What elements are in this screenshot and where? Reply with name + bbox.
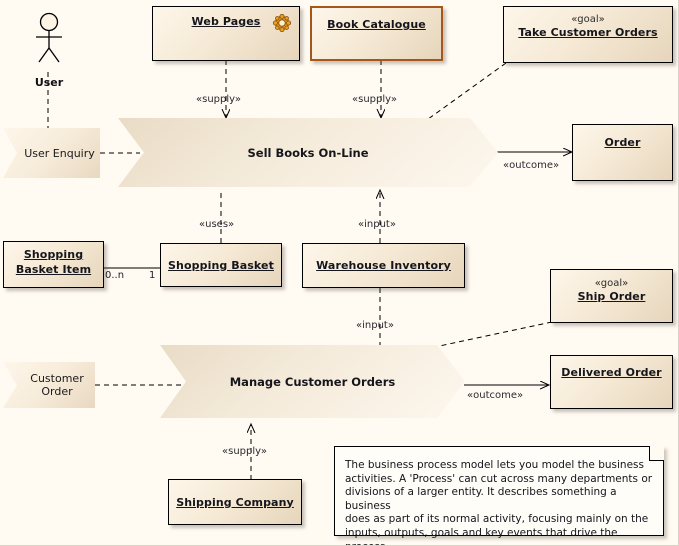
node-ship-order[interactable]: «goal» Ship Order bbox=[550, 269, 673, 323]
node-take-customer-orders-label: Take Customer Orders bbox=[518, 26, 658, 39]
process-sell-books-online[interactable]: Sell Books On-Line bbox=[118, 118, 498, 187]
node-warehouse-inventory-label: Warehouse Inventory bbox=[316, 259, 451, 272]
node-take-customer-orders[interactable]: «goal» Take Customer Orders bbox=[503, 6, 673, 63]
process-shape bbox=[160, 345, 465, 418]
node-order[interactable]: Order bbox=[572, 124, 673, 181]
process-manage-customer-orders[interactable]: Manage Customer Orders bbox=[160, 345, 465, 418]
event-customer-order-line2: Order bbox=[41, 385, 73, 398]
artifact-icon bbox=[273, 14, 291, 32]
node-shipping-company[interactable]: Shipping Company bbox=[168, 479, 302, 525]
edge-label-uses-shopping-basket: «uses» bbox=[199, 219, 235, 230]
edge-label-outcome-delivered-order: «outcome» bbox=[467, 390, 524, 401]
edge-label-outcome-order: «outcome» bbox=[503, 160, 560, 171]
edge-label-supply-book-catalogue: «supply» bbox=[352, 94, 397, 105]
edge-label-supply-shipping-company: «supply» bbox=[222, 446, 267, 457]
node-take-customer-orders-stereotype: «goal» bbox=[571, 14, 605, 25]
note-line-5: inputs, outputs, goals and key events th… bbox=[345, 526, 618, 545]
multiplicity-basket-item-end: 0..n bbox=[105, 270, 125, 281]
actor-user-label: User bbox=[34, 76, 64, 89]
process-sell-books-online-label: Sell Books On-Line bbox=[247, 145, 369, 160]
event-user-enquiry-label: User Enquiry bbox=[24, 146, 95, 160]
process-manage-customer-orders-label: Manage Customer Orders bbox=[229, 374, 396, 389]
node-order-label: Order bbox=[604, 136, 641, 149]
note-fold-corner bbox=[649, 446, 664, 461]
node-shopping-basket-label: Shopping Basket bbox=[168, 258, 274, 272]
edge-take-customer-orders-goal bbox=[423, 62, 507, 123]
event-shape bbox=[3, 128, 100, 178]
node-delivered-order-label: Delivered Order bbox=[561, 366, 662, 379]
node-warehouse-inventory[interactable]: Warehouse Inventory bbox=[302, 243, 465, 288]
node-delivered-order[interactable]: Delivered Order bbox=[550, 355, 673, 409]
process-shape bbox=[118, 118, 498, 187]
node-shopping-basket-item[interactable]: Shopping Basket Item bbox=[3, 241, 104, 288]
event-shape bbox=[3, 362, 95, 408]
edge-label-input-warehouse-top: «input» bbox=[358, 219, 396, 230]
node-ship-order-label: Ship Order bbox=[577, 290, 646, 303]
event-customer-order-line1: Customer bbox=[30, 372, 84, 385]
node-shopping-basket-item-label: Shopping Basket Item bbox=[15, 248, 92, 276]
actor-stick-figure-icon bbox=[36, 12, 62, 63]
node-shipping-company-label: Shipping Company bbox=[176, 495, 294, 509]
edge-label-input-warehouse-bottom: «input» bbox=[356, 320, 394, 331]
node-shopping-basket[interactable]: Shopping Basket bbox=[160, 243, 282, 287]
note-line-2: activities. A 'Process' can cut across m… bbox=[345, 472, 653, 485]
node-book-catalogue[interactable]: Book Catalogue bbox=[310, 6, 443, 61]
node-web-pages-label: Web Pages bbox=[191, 15, 261, 28]
note-process-description[interactable]: The business process model lets you mode… bbox=[334, 446, 664, 545]
event-customer-order-label: Customer Order bbox=[30, 372, 83, 398]
node-book-catalogue-label: Book Catalogue bbox=[327, 18, 426, 31]
note-line-1: The business process model lets you mode… bbox=[345, 459, 644, 471]
node-ship-order-stereotype: «goal» bbox=[594, 278, 629, 289]
actor-user[interactable]: User bbox=[26, 12, 72, 89]
event-customer-order[interactable]: Customer Order bbox=[3, 362, 95, 408]
edge-label-supply-web-pages: «supply» bbox=[196, 94, 241, 105]
node-web-pages[interactable]: Web Pages bbox=[152, 6, 300, 61]
note-line-4: does as part of its normal activity, foc… bbox=[345, 513, 649, 526]
note-line-3: divisions of a larger entity. It describ… bbox=[345, 486, 617, 512]
event-user-enquiry[interactable]: User Enquiry bbox=[3, 128, 100, 178]
multiplicity-basket-end: 1 bbox=[149, 270, 156, 281]
